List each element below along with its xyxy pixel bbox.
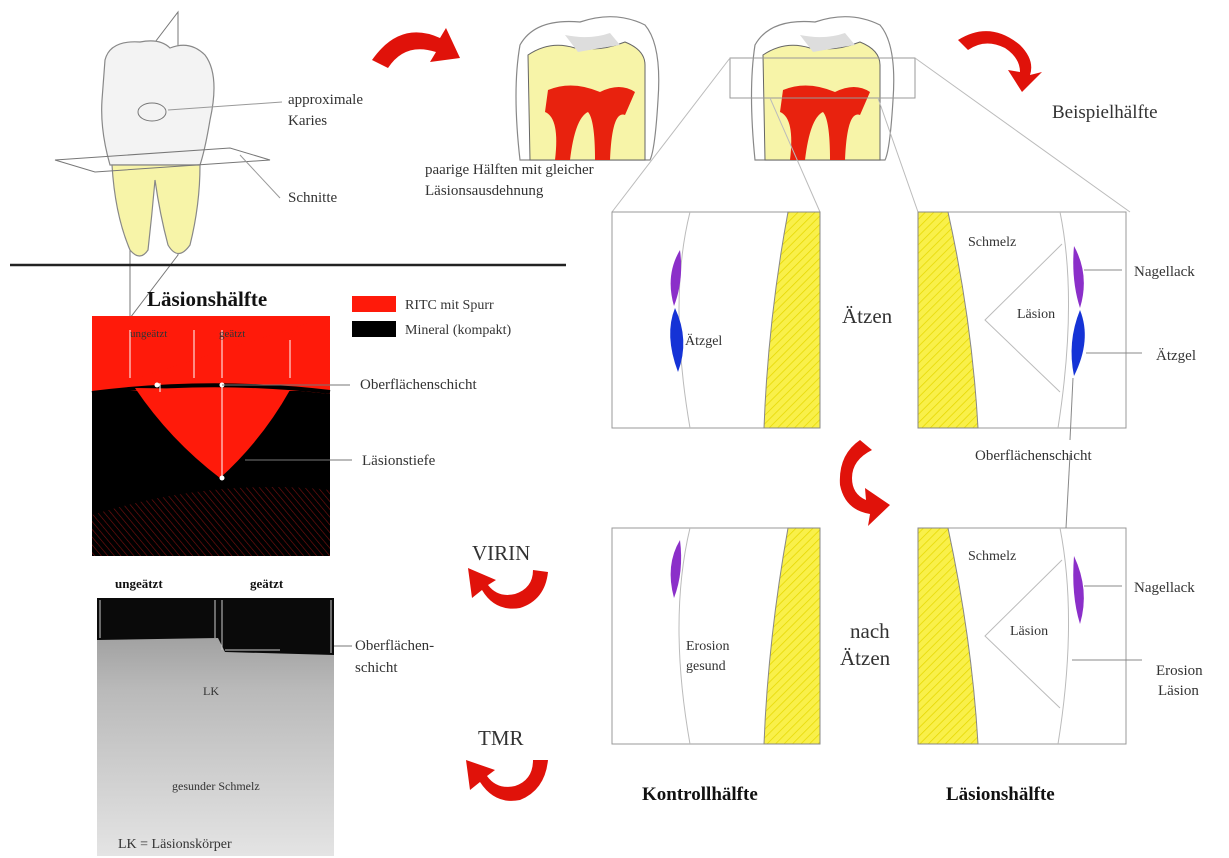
schematic-unetched: ungeätzt — [130, 328, 167, 340]
label-approx-caries-1: approximale — [288, 92, 363, 108]
label-nail-polish-1: Nagellack — [1134, 264, 1195, 280]
curved-arrow-icon — [958, 31, 1042, 92]
legend-red-label: RITC mit Spurr — [405, 298, 494, 313]
panel-lesion-before-etch — [918, 212, 1142, 440]
label-tmr: TMR — [478, 726, 524, 750]
micro-healthy-enamel: gesunder Schmelz — [172, 779, 260, 793]
legend-swatch-black — [352, 321, 396, 337]
label-enamel-bottom: Schmelz — [968, 549, 1016, 564]
label-control-half: Kontrollhälfte — [642, 784, 758, 805]
schematic-etched: geätzt — [219, 328, 245, 340]
label-erosion-left: Erosion — [686, 639, 730, 654]
curved-arrow-icon — [468, 568, 548, 609]
label-lesion-right: Läsion — [1158, 683, 1199, 699]
micro-etched: geätzt — [250, 576, 284, 591]
legend-black-label: Mineral (kompakt) — [405, 323, 511, 338]
label-lesion-half: Läsionshälfte — [946, 784, 1055, 805]
lesion-half-title: Läsionshälfte — [147, 287, 267, 311]
label-lesion-depth: Läsionstiefe — [362, 453, 436, 469]
label-healthy-left: gesund — [686, 659, 726, 674]
panel-lesion-after-etch — [918, 455, 1142, 744]
label-lesion-bottom: Läsion — [1010, 624, 1048, 639]
label-nail-polish-2: Nagellack — [1134, 580, 1195, 596]
curved-arrow-icon — [466, 760, 548, 801]
tooth-half-right — [730, 17, 915, 160]
tmr-micrograph — [97, 598, 352, 856]
label-etch-gel-left: Ätzgel — [685, 332, 722, 349]
label-approx-caries-2: Karies — [288, 113, 327, 129]
curved-arrow-icon — [372, 28, 460, 68]
legend-swatch-red — [352, 296, 396, 312]
micro-unetched: ungeätzt — [115, 576, 163, 591]
label-after-1: nach — [850, 619, 890, 643]
label-etching: Ätzen — [842, 304, 893, 328]
label-pair-1: paarige Hälften mit gleicher — [425, 162, 594, 178]
micro-surface-1: Oberflächen- — [355, 638, 434, 654]
micro-lk: LK — [203, 684, 219, 698]
label-lesion-top: Läsion — [1017, 307, 1055, 322]
label-pair-2: Läsionsausdehnung — [425, 183, 544, 199]
curved-arrow-icon — [840, 440, 890, 526]
micro-surface-2: schicht — [355, 660, 398, 676]
label-after-2: Ätzen — [840, 646, 891, 670]
label-surface-layer-right: Oberflächenschicht — [975, 448, 1092, 464]
label-surface-layer: Oberflächenschicht — [360, 377, 477, 393]
tooth-half-left — [516, 17, 659, 160]
lesion-schematic — [92, 316, 352, 556]
label-enamel-top: Schmelz — [968, 235, 1016, 250]
label-erosion-right: Erosion — [1156, 663, 1203, 679]
panel-control-after-etch — [612, 528, 820, 744]
micro-legend: LK = Läsionskörper — [118, 837, 232, 852]
label-virin: VIRIN — [472, 541, 530, 565]
molar-with-section-planes — [55, 12, 282, 318]
label-example-half: Beispielhälfte — [1052, 102, 1158, 123]
label-cuts: Schnitte — [288, 190, 338, 206]
label-etch-gel-right: Ätzgel — [1156, 347, 1196, 364]
panel-control-before-etch — [612, 212, 820, 428]
